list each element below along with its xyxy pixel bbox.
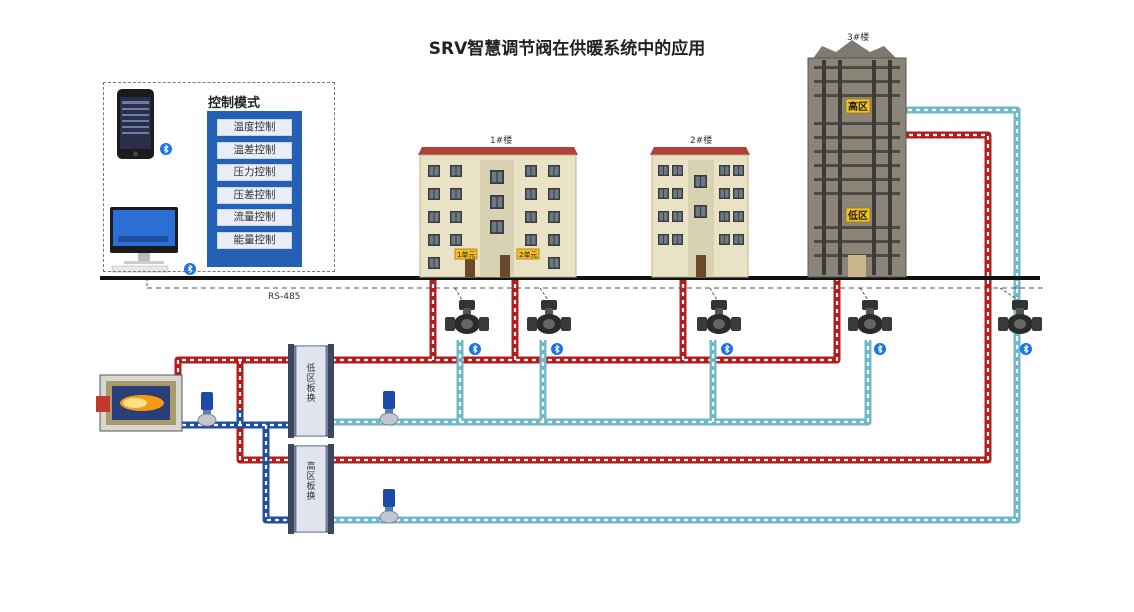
building-3 — [807, 40, 907, 278]
rs485-label: RS-485 — [268, 292, 301, 302]
svg-text:1单元: 1单元 — [457, 250, 475, 259]
svg-text:低区: 低区 — [847, 209, 868, 222]
mode-pressure-difference-control[interactable]: 压差控制 — [217, 186, 292, 204]
bluetooth-icon — [1020, 343, 1032, 355]
mode-pressure-control[interactable]: 压力控制 — [217, 164, 292, 181]
building-1 — [418, 147, 578, 278]
svg-text:2单元: 2单元 — [519, 250, 537, 259]
smartphone-icon — [117, 89, 154, 159]
valve-icon — [998, 300, 1042, 334]
low-zone-heat-exchanger — [288, 344, 334, 438]
svg-text:高区: 高区 — [848, 100, 868, 113]
bluetooth-icon — [469, 343, 481, 355]
high-zone-heat-exchanger — [288, 444, 334, 534]
zone-low-tag: 低区 — [845, 207, 871, 223]
control-mode-title: 控制模式 — [208, 96, 261, 111]
zone-high-tag: 高区 — [845, 98, 871, 114]
bluetooth-icon — [874, 343, 886, 355]
pump-icon — [197, 392, 217, 427]
low-zone-exchanger-label: 低区板换 — [306, 364, 316, 404]
high-zone-exchanger-label: 高区板换 — [306, 462, 316, 502]
page-title: SRV智慧调节阀在供暖系统中的应用 — [428, 39, 706, 59]
bluetooth-icon — [551, 343, 563, 355]
mode-temperature-control[interactable]: 温度控制 — [217, 119, 292, 136]
primary-pipes — [182, 410, 290, 524]
building-2 — [650, 147, 750, 278]
control-mode-panel: 温度控制 温差控制 压力控制 压差控制 流量控制 能量控制 — [207, 111, 302, 267]
unit-2-tag: 2单元 — [516, 248, 540, 260]
mode-temperature-difference-control[interactable]: 温差控制 — [217, 141, 292, 159]
unit-1-tag: 1单元 — [454, 248, 478, 260]
supply-pipes — [174, 131, 992, 464]
valve-icon — [445, 300, 489, 334]
monitor-icon — [110, 207, 178, 273]
pump-icon — [379, 391, 399, 426]
boiler-icon — [96, 374, 183, 432]
building-2-label: 2#楼 — [690, 134, 712, 146]
valve-icon — [527, 300, 571, 334]
control-panel-frame — [103, 82, 335, 272]
bluetooth-icon — [721, 343, 733, 355]
mode-energy-control[interactable]: 能量控制 — [217, 231, 292, 249]
mode-flow-control[interactable]: 流量控制 — [217, 209, 292, 226]
valve-icon — [697, 300, 741, 334]
pump-icon — [379, 489, 399, 524]
return-pipes — [332, 106, 1021, 524]
building-1-label: 1#楼 — [490, 134, 512, 146]
valve-icon — [848, 300, 892, 334]
building-3-label: 3#楼 — [847, 31, 869, 43]
